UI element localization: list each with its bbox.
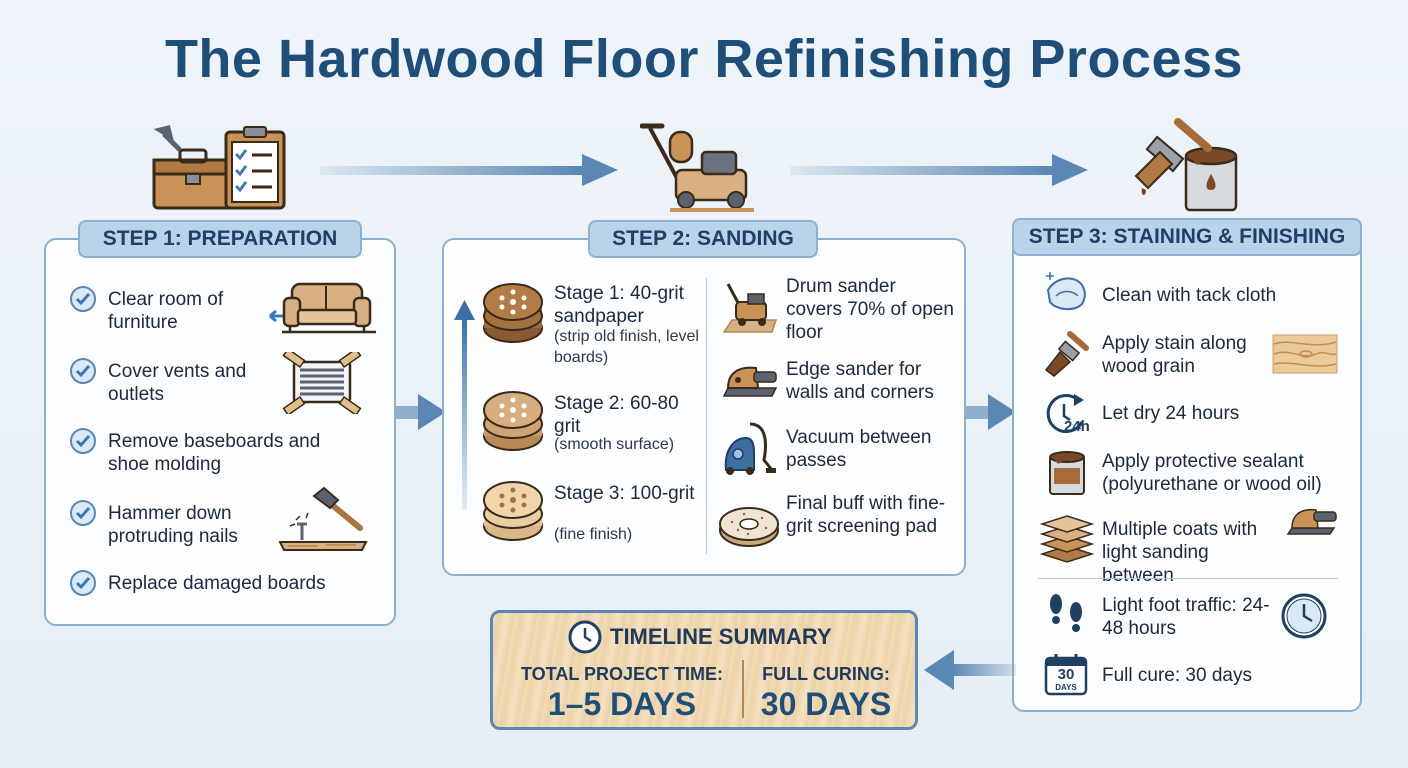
step2-divider — [706, 278, 707, 554]
step1-item-clear-room: Clear room of furniture — [108, 289, 224, 333]
timeline-curing-label: FULL CURING: — [762, 664, 890, 684]
clock-24h-icon — [1046, 394, 1084, 433]
clock-24h-badge: 24h — [1064, 418, 1090, 435]
step3-item-apply-stain: Apply stain along wood grain — [1102, 333, 1247, 377]
timeline-clock-icon — [568, 620, 602, 654]
stage2-note: (smooth surface) — [554, 436, 675, 453]
timeline-total-value: 1–5 DAYS — [547, 686, 697, 722]
drum-sander-icon — [722, 283, 778, 333]
check-icon — [70, 286, 96, 312]
stage1-title: Stage 1: 40-grit sandpaper — [554, 283, 684, 327]
calendar-badge-word: DAYS — [1055, 683, 1077, 692]
calendar-badge-number: 30 — [1057, 666, 1075, 683]
footprints-icon — [1050, 594, 1082, 632]
taped-vent-icon — [282, 352, 362, 414]
step2-title: STEP 2: SANDING — [588, 220, 818, 258]
step1-item-hammer-nails: Hammer down protruding nails — [108, 503, 238, 547]
timeline-total-label: TOTAL PROJECT TIME: — [520, 664, 723, 684]
stage3-title: Stage 3: 100-grit — [554, 483, 695, 504]
step3-after-foot-traffic: Light foot traffic: 24-48 hours — [1102, 595, 1270, 639]
step3-item-tack-cloth: Clean with tack cloth — [1102, 285, 1277, 306]
step3-item-multiple-coats: Multiple coats with light sanding betwee… — [1102, 519, 1258, 586]
wood-grain-swatch-icon — [1272, 334, 1338, 374]
step3-item-sealant: Apply protective sealant (polyurethane o… — [1102, 451, 1322, 495]
tool-drum-sander: Drum sander covers 70% of open floor — [786, 276, 954, 343]
flow-arrow-step3-to-timeline — [924, 650, 1016, 690]
flow-arrow-step1-to-step2 — [320, 154, 618, 186]
step1-item-remove-baseboards: Remove baseboards and shoe molding — [108, 431, 321, 475]
timeline-title: TIMELINE SUMMARY — [610, 624, 832, 649]
check-icon — [70, 500, 96, 526]
step3-divider — [1038, 578, 1338, 579]
stage3-note: (fine finish) — [554, 526, 633, 543]
tool-screening-pad: Final buff with fine-grit screening pad — [786, 493, 946, 537]
vacuum-icon — [724, 422, 776, 475]
paintbrush-icon — [1044, 331, 1089, 377]
hammer-nail-icon — [278, 486, 368, 551]
flow-arrow-step2-to-step3 — [790, 154, 1088, 186]
clock-icon — [1281, 593, 1327, 639]
screening-pad-icon — [719, 507, 779, 547]
sanding-disc-coarse-icon — [483, 283, 543, 343]
sofa-icon — [269, 282, 376, 334]
sanding-disc-fine-icon — [483, 481, 543, 541]
toolbox-clipboard-icon — [152, 124, 286, 210]
calendar-icon — [1044, 654, 1088, 696]
timeline-divider — [742, 660, 744, 718]
brush-paint-can-icon — [1134, 118, 1238, 212]
edge-sander-icon — [722, 366, 778, 397]
step3-item-let-dry: Let dry 24 hours — [1102, 403, 1240, 424]
step1-item-replace-boards: Replace damaged boards — [108, 573, 326, 594]
check-icon — [70, 570, 96, 596]
timeline-curing-value: 30 DAYS — [760, 686, 892, 722]
check-icon — [70, 428, 96, 454]
step1-title: STEP 1: PREPARATION — [78, 220, 362, 258]
timeline-summary-box — [490, 610, 918, 730]
tool-edge-sander: Edge sander for walls and corners — [786, 359, 934, 403]
flow-arrow-step1-to-step2-side — [394, 394, 446, 430]
stage2-title: Stage 2: 60-80 grit — [554, 393, 679, 437]
sealant-can-icon — [1049, 451, 1085, 495]
tack-cloth-icon — [1046, 272, 1086, 310]
orbital-sander-icon — [1286, 508, 1337, 535]
floor-sander-icon — [640, 123, 754, 212]
tool-vacuum: Vacuum between passes — [786, 427, 932, 471]
step3-title: STEP 3: STAINING & FINISHING — [1012, 218, 1362, 256]
step1-item-cover-vents: Cover vents and outlets — [108, 361, 247, 405]
stage1-note: (strip old finish, level boards) — [554, 328, 699, 366]
layers-icon — [1040, 515, 1094, 563]
grit-progression-arrow — [454, 300, 475, 510]
step3-after-full-cure: Full cure: 30 days — [1102, 665, 1252, 686]
page-title: The Hardwood Floor Refinishing Process — [164, 29, 1244, 89]
sanding-disc-medium-icon — [483, 391, 543, 451]
flow-arrow-step2-to-step3-side — [964, 394, 1016, 430]
check-icon — [70, 358, 96, 384]
